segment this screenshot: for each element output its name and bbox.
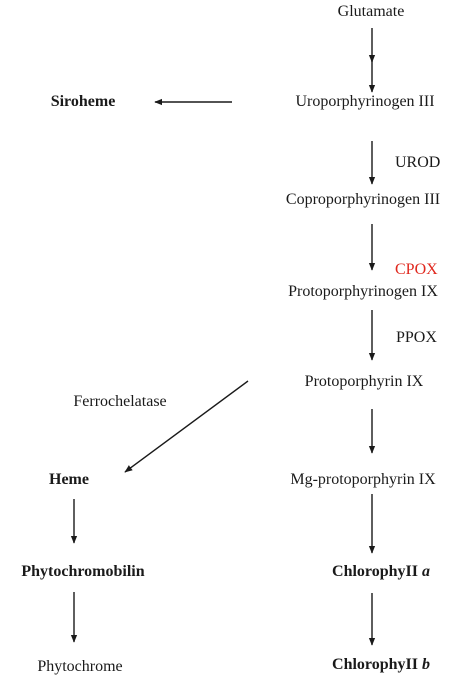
- ppox-enzyme-label: PPOX: [396, 329, 437, 346]
- chlorophyll-a-label: ChlorophyII a: [332, 563, 430, 580]
- cpox-enzyme-label: CPOX: [395, 261, 438, 278]
- mg-protoporphyrin-label: Mg-protoporphyrin IX: [290, 471, 436, 488]
- ferrochelatase-enzyme-label: Ferrochelatase: [73, 393, 167, 410]
- protoporphyrinogen-label: Protoporphyrinogen IX: [288, 283, 438, 300]
- chlorophyll-b-label: ChlorophyII b: [332, 656, 430, 673]
- coproporphyrinogen-label: Coproporphyrinogen III: [285, 191, 441, 208]
- arrow-ferrochelatase: [124, 380, 249, 473]
- phytochromobilin-label: Phytochromobilin: [21, 563, 145, 580]
- phytochrome-label: Phytochrome: [37, 658, 123, 675]
- urod-enzyme-label: UROD: [395, 154, 441, 171]
- protoporphyrin-label: Protoporphyrin IX: [304, 373, 424, 390]
- siroheme-label: Siroheme: [50, 93, 116, 110]
- heme-label: Heme: [49, 471, 89, 488]
- uroporphyrinogen-label: Uroporphyrinogen III: [295, 93, 435, 110]
- glutamate-label: Glutamate: [337, 3, 405, 20]
